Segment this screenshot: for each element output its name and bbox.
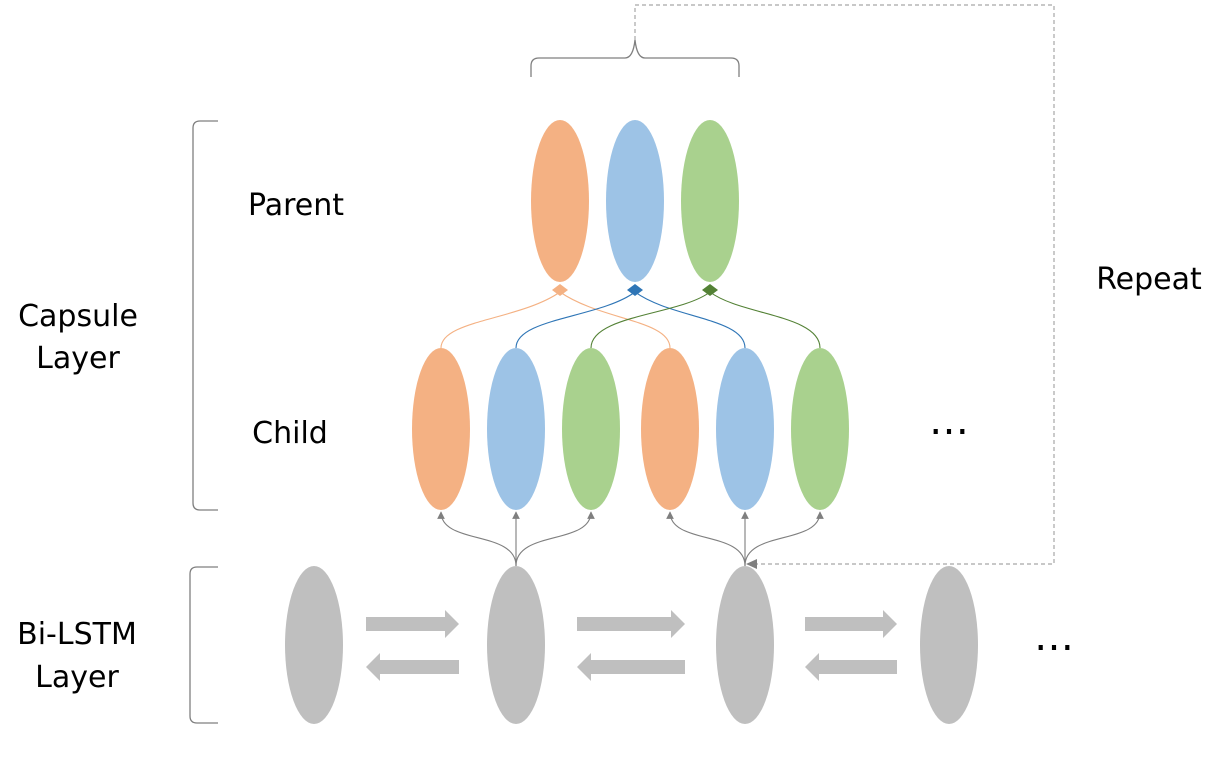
parent-capsule-green (681, 120, 739, 282)
repeat-dashed-path (634, 4, 1055, 565)
lstm-node-2 (487, 566, 545, 724)
capsule-layer-label-line1: Capsule (18, 299, 138, 334)
child-label: Child (252, 416, 328, 451)
parent-capsules (531, 120, 739, 282)
route-blue-1 (515, 291, 636, 349)
route-green-head (702, 284, 718, 296)
forward-arrow-1 (366, 610, 459, 638)
parent-label: Parent (248, 188, 344, 223)
parent-curly-brace (530, 39, 740, 77)
forward-arrow-2 (577, 610, 685, 638)
route-blue-head (627, 284, 643, 296)
bilstm-layer-bracket (189, 566, 218, 724)
repeat-label: Repeat (1096, 262, 1202, 297)
child-capsule-blue-2 (716, 348, 774, 510)
lstm-to-child-arrows (437, 511, 824, 567)
route-green-1 (590, 291, 711, 349)
capsule-layer-bracket (192, 120, 218, 511)
route-green-2 (709, 291, 821, 349)
parent-capsule-orange (531, 120, 589, 282)
lstm-ellipsis: … (1034, 614, 1074, 660)
child-ellipsis: … (929, 398, 969, 444)
child-capsules (412, 348, 849, 510)
parent-capsule-blue (606, 120, 664, 282)
child-capsule-green-1 (562, 348, 620, 510)
arrow-lstm2-child1 (437, 511, 517, 567)
forward-arrow-3 (805, 610, 897, 638)
arrow-lstm3-child6 (744, 511, 824, 567)
child-capsule-green-2 (791, 348, 849, 510)
routing-connections (440, 291, 821, 349)
child-capsule-blue-1 (487, 348, 545, 510)
route-orange-head (552, 284, 568, 296)
capsule-layer-label-line2: Layer (36, 341, 120, 376)
bilstm-arrows (366, 610, 897, 681)
route-orange-2 (559, 291, 671, 349)
backward-arrow-2 (577, 653, 685, 681)
arrow-lstm2-child3 (515, 511, 595, 567)
child-capsule-orange-2 (641, 348, 699, 510)
arrow-lstm3-child4 (666, 511, 746, 567)
lstm-node-3 (716, 566, 774, 724)
route-orange-1 (440, 291, 561, 349)
bilstm-layer-label-line1: Bi-LSTM (17, 617, 137, 652)
lstm-node-1 (285, 566, 343, 724)
repeat-arrowhead (746, 559, 757, 569)
lstm-node-4 (920, 566, 978, 724)
child-capsule-orange-1 (412, 348, 470, 510)
backward-arrow-3 (805, 653, 897, 681)
backward-arrow-1 (366, 653, 459, 681)
lstm-nodes (285, 566, 978, 724)
bilstm-layer-label-line2: Layer (35, 660, 119, 695)
route-blue-2 (634, 291, 746, 349)
